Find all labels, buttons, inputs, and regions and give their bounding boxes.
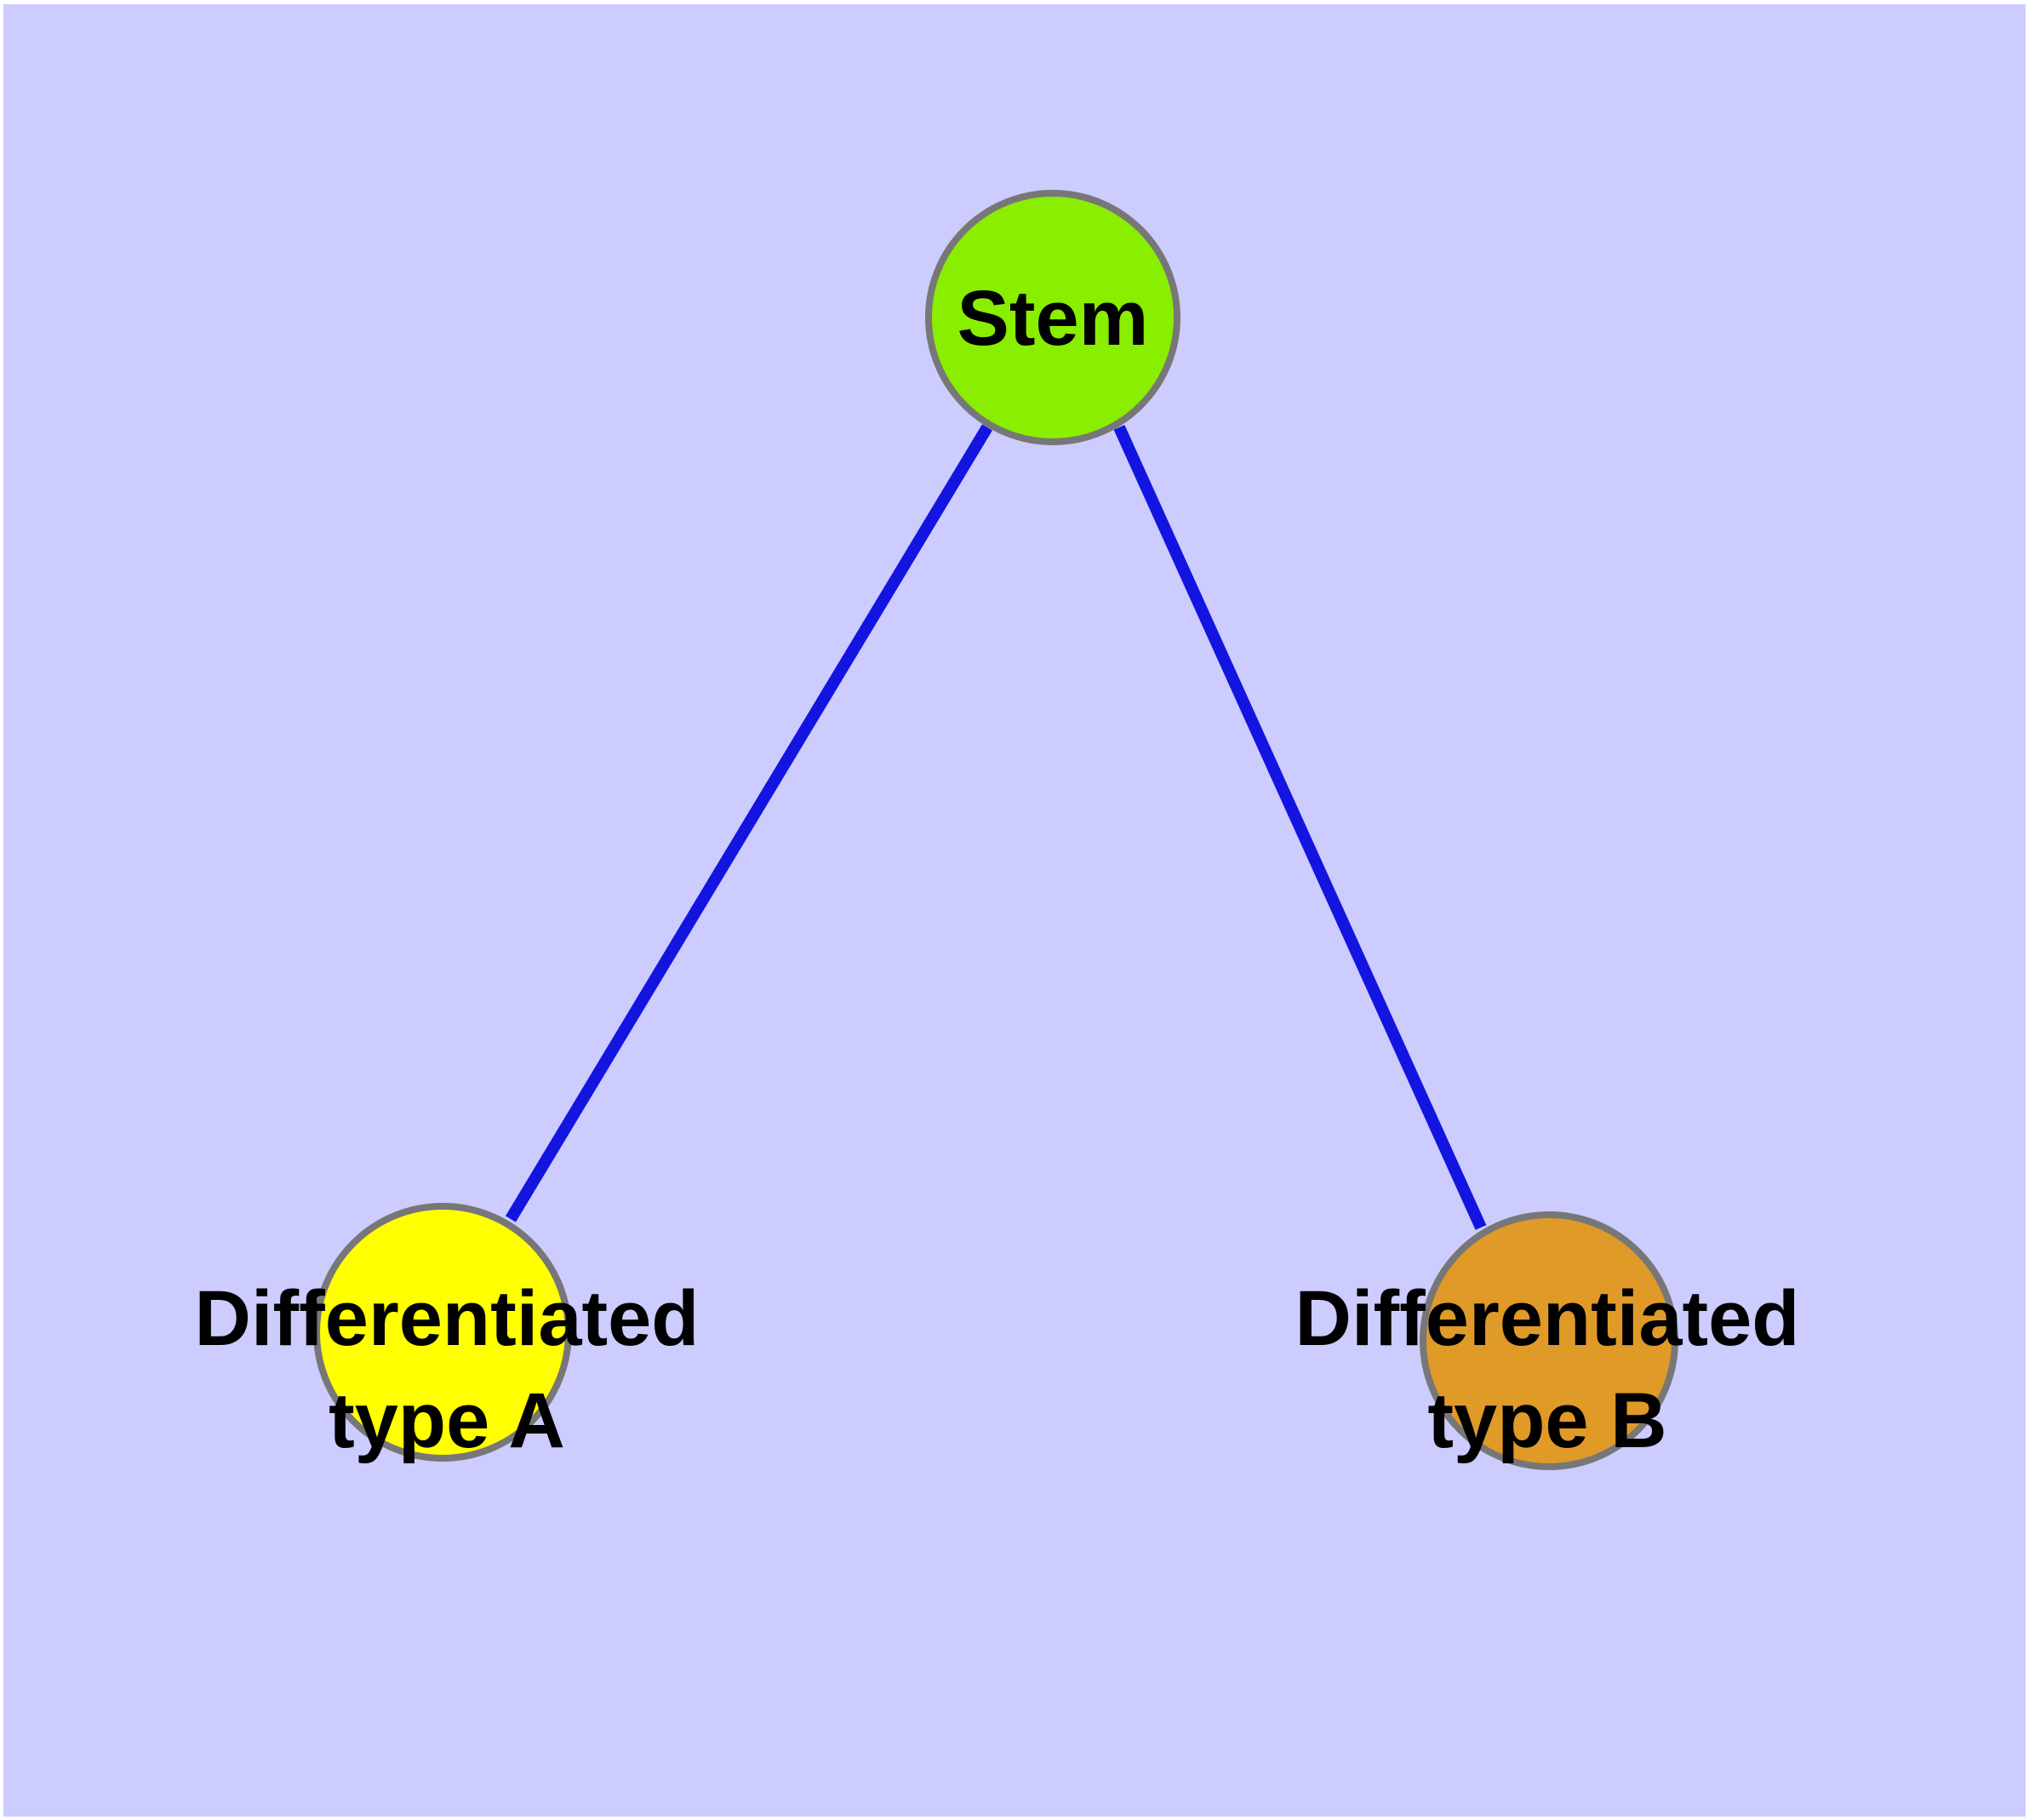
node-stem-circle[interactable]	[925, 190, 1180, 445]
node-stem-label: Stem	[957, 275, 1149, 362]
node-differentiated-type-a-label-line2: type A	[329, 1377, 565, 1464]
node-stem[interactable]	[925, 190, 1180, 445]
node-differentiated-type-a[interactable]	[313, 1203, 572, 1462]
node-differentiated-type-a-circle[interactable]	[313, 1203, 572, 1462]
node-differentiated-type-b-circle[interactable]	[1420, 1211, 1678, 1470]
node-layer	[313, 190, 1678, 1470]
node-differentiated-type-b-label-line1: Differentiated	[1295, 1275, 1800, 1362]
node-differentiated-type-b-label-line2: type B	[1427, 1377, 1666, 1464]
label-layer: Stem Differentiated type A Differentiate…	[195, 275, 1800, 1464]
edge-stem-to-differentiated-type-a[interactable]	[506, 424, 992, 1222]
edge-stem-to-differentiated-type-b[interactable]	[1113, 425, 1487, 1230]
node-differentiated-type-a-label-line1: Differentiated	[195, 1275, 700, 1362]
node-differentiated-type-b[interactable]	[1420, 1211, 1678, 1470]
edge-layer	[506, 424, 1487, 1230]
